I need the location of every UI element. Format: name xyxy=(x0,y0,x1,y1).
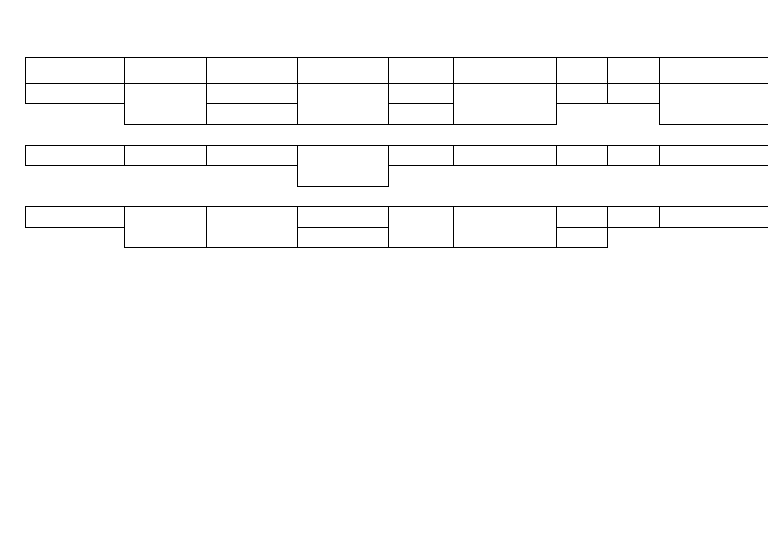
table-cell xyxy=(124,57,207,84)
table-cell xyxy=(659,57,768,84)
table-cell xyxy=(124,206,207,248)
table-cell xyxy=(297,206,389,228)
table-cell xyxy=(25,145,125,166)
table-cell xyxy=(659,206,768,228)
table-cell xyxy=(388,103,454,125)
table-cell xyxy=(206,57,298,84)
table-cell xyxy=(556,206,608,228)
table-cell xyxy=(556,57,608,84)
table-cell xyxy=(388,206,454,248)
table-cell xyxy=(659,83,768,125)
table-cell xyxy=(206,145,298,166)
table-cell xyxy=(25,57,125,84)
table-cell xyxy=(556,227,608,248)
table-2 xyxy=(25,145,768,187)
table-cell xyxy=(388,57,454,84)
table-cell xyxy=(124,83,207,125)
table-cell xyxy=(453,83,557,125)
table-cell xyxy=(206,206,298,248)
table-cell xyxy=(659,145,768,166)
table-cell xyxy=(206,83,298,104)
table-cell xyxy=(297,57,389,84)
table-cell xyxy=(297,145,389,187)
table-cell xyxy=(206,103,298,125)
table-cell xyxy=(556,83,608,104)
table-cell xyxy=(297,227,389,248)
table-cell xyxy=(607,145,660,166)
table-cell xyxy=(388,145,454,166)
table-cell xyxy=(297,83,389,125)
table-cell xyxy=(453,145,557,166)
table-cell xyxy=(25,83,125,104)
table-cell xyxy=(453,206,557,248)
table-1 xyxy=(25,57,768,125)
table-cell xyxy=(556,145,608,166)
table-cell xyxy=(607,57,660,84)
table-cell xyxy=(388,83,454,104)
table-cell xyxy=(607,83,660,104)
table-cell xyxy=(124,145,207,166)
table-cell xyxy=(25,206,125,228)
table-cell xyxy=(453,57,557,84)
table-cell xyxy=(607,206,660,228)
table-3 xyxy=(25,206,768,248)
